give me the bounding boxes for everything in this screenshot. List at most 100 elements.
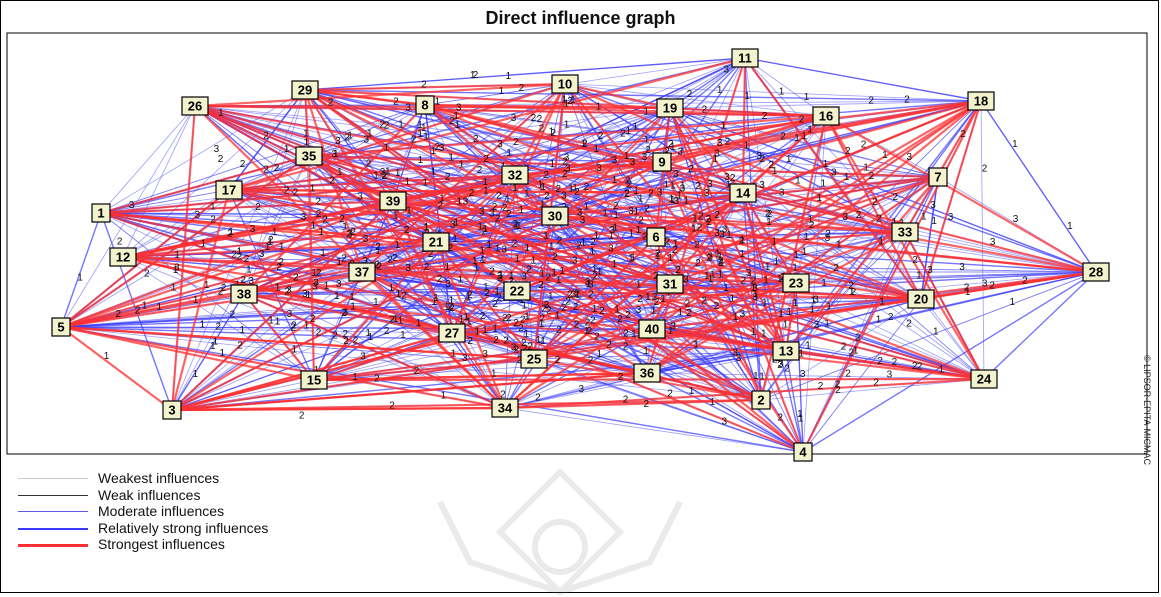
influence-edge bbox=[194, 104, 657, 239]
edge-weight: 1 bbox=[821, 179, 827, 190]
node-34: 34 bbox=[491, 398, 519, 418]
edge-weight: 1 bbox=[612, 175, 618, 186]
influence-edge bbox=[744, 57, 922, 300]
edge-weight: 1 bbox=[465, 291, 471, 302]
edge-weight: 3 bbox=[544, 300, 550, 311]
node-label: 1 bbox=[97, 206, 104, 221]
edge-weight: 2 bbox=[718, 255, 724, 266]
influence-edge bbox=[646, 372, 804, 453]
edge-weight: 1 bbox=[608, 231, 614, 242]
edge-weight: 3 bbox=[719, 229, 725, 240]
influence-edge bbox=[313, 231, 906, 381]
edge-weight: 2 bbox=[582, 138, 588, 149]
node-label: 23 bbox=[789, 276, 803, 291]
edge-weight: 2 bbox=[506, 313, 512, 324]
edge-weight: 2 bbox=[322, 215, 328, 226]
influence-edge bbox=[504, 271, 1097, 409]
edge-weight: 1 bbox=[636, 280, 642, 291]
edge-weight: 1 bbox=[453, 111, 459, 122]
influence-edge bbox=[100, 105, 196, 214]
strongest-edges bbox=[60, 56, 1097, 454]
edge-weight: 1 bbox=[531, 256, 537, 267]
edge-weight: 1 bbox=[594, 230, 600, 241]
edge-weight: 1 bbox=[400, 330, 406, 341]
edge-weight: 2 bbox=[825, 229, 831, 240]
node-9: 9 bbox=[652, 152, 672, 172]
influence-edge bbox=[122, 99, 982, 259]
edge-weight: 2 bbox=[561, 303, 567, 314]
edge-weight: 2 bbox=[513, 137, 519, 148]
edge-weight: 1 bbox=[669, 194, 675, 205]
node-box bbox=[812, 106, 840, 126]
edge-weight: 3 bbox=[380, 167, 386, 178]
node-5: 5 bbox=[51, 317, 71, 337]
node-label: 29 bbox=[298, 83, 312, 98]
edge-weight: 1 bbox=[342, 222, 348, 233]
edge-weight: 2 bbox=[873, 378, 879, 389]
edge-weight: 1 bbox=[304, 321, 310, 332]
influence-edge bbox=[304, 89, 556, 217]
edge-weight: 2 bbox=[135, 306, 141, 317]
edge-weight: 1 bbox=[324, 281, 330, 292]
edge-weight: 1 bbox=[710, 397, 716, 408]
edge-weight: 1 bbox=[772, 166, 778, 177]
edge-weight: 2 bbox=[623, 394, 629, 405]
legend-label: Weak influences bbox=[98, 486, 201, 503]
edge-weight: 2 bbox=[714, 301, 720, 312]
node-37: 37 bbox=[348, 262, 376, 282]
edge-weight: 2 bbox=[380, 120, 386, 131]
edge-weight: 1 bbox=[444, 302, 450, 313]
edge-weight: 1 bbox=[693, 340, 699, 351]
legend-swatch bbox=[18, 511, 88, 512]
edge-weight: 1 bbox=[311, 268, 317, 279]
edge-weight: 3 bbox=[756, 151, 762, 162]
node-36: 36 bbox=[633, 363, 661, 383]
edge-weight: 1 bbox=[424, 222, 430, 233]
edge-weight: 2 bbox=[668, 139, 674, 150]
influence-edge bbox=[194, 104, 827, 118]
edge-weight: 2 bbox=[585, 318, 591, 329]
influence-edge bbox=[307, 155, 316, 381]
influence-edge bbox=[904, 100, 982, 233]
edge-weight: 1 bbox=[306, 290, 312, 301]
edge-weight: 2 bbox=[623, 328, 629, 339]
influence-edge bbox=[825, 115, 1097, 273]
edge-weight: 1 bbox=[597, 349, 603, 360]
edge-weight: 2 bbox=[590, 316, 596, 327]
edge-weight: 1 bbox=[213, 337, 219, 348]
influence-edge bbox=[122, 189, 230, 258]
influence-edge bbox=[100, 57, 746, 214]
influence-edge bbox=[669, 100, 982, 109]
edge-weight: 1 bbox=[931, 216, 937, 227]
edge-weight: 2 bbox=[519, 83, 525, 94]
edge-weight: 1 bbox=[525, 243, 531, 254]
edge-weight: 1 bbox=[572, 182, 578, 193]
node-box bbox=[638, 319, 666, 339]
edge-weight: 2 bbox=[502, 203, 508, 214]
influence-edge bbox=[60, 199, 394, 329]
edge-weight: 3 bbox=[335, 136, 341, 147]
edge-weight: 1 bbox=[808, 215, 814, 226]
edge-weight: 3 bbox=[982, 279, 988, 290]
edge-weight: 1 bbox=[824, 318, 830, 329]
edge-weight: 1 bbox=[441, 391, 447, 402]
edge-weight: 3 bbox=[714, 149, 720, 160]
node-10: 10 bbox=[551, 74, 579, 94]
edge-weight: 3 bbox=[610, 225, 616, 236]
edge-weight: 2 bbox=[328, 97, 334, 108]
legend-item: Strongest influences bbox=[12, 536, 392, 553]
influence-edge bbox=[424, 57, 746, 106]
edge-weight: 1 bbox=[455, 120, 461, 131]
edge-weight: 2 bbox=[833, 263, 839, 274]
edge-weight: 2 bbox=[469, 188, 475, 199]
influence-edge bbox=[564, 82, 671, 110]
edge-weight: 1 bbox=[590, 246, 596, 257]
influence-edge bbox=[802, 231, 906, 453]
influence-edge bbox=[243, 114, 827, 296]
influence-edge bbox=[392, 199, 787, 353]
edge-weight: 1 bbox=[751, 283, 757, 294]
influence-edge bbox=[171, 200, 394, 411]
edge-weight: 3 bbox=[724, 64, 730, 75]
edge-weight: 2 bbox=[912, 255, 918, 266]
edge-weight: 2 bbox=[392, 253, 398, 264]
